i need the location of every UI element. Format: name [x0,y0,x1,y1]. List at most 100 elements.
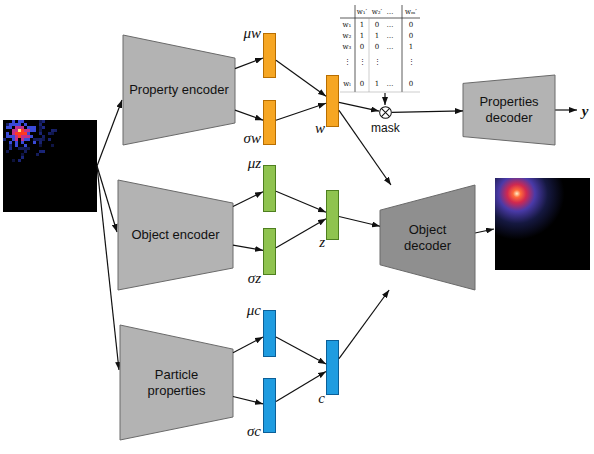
image-pixel [21,132,24,135]
image-pixel [21,132,24,135]
matrix-cell: w₂ [343,33,352,40]
image-pixel [3,138,6,141]
image-pixel [15,129,18,132]
image-pixel [21,129,24,132]
image-pixel [33,141,36,144]
image-pixel [15,138,18,141]
image-pixel [24,135,27,138]
image-pixel [21,132,24,135]
image-pixel [21,126,24,129]
image-pixel [18,132,21,135]
image-pixel [18,123,21,126]
image-pixel [21,132,24,135]
block-label: Properties decoder [469,94,549,125]
image-pixel [24,135,27,138]
image-pixel [27,129,30,132]
matrix-cell: w₁ [343,22,352,29]
image-pixel [33,126,36,129]
image-pixel [24,132,27,135]
image-pixel [6,126,9,129]
image-pixel [21,132,24,135]
image-pixel [21,132,24,135]
image-pixel [42,126,45,129]
flow-arrow [276,337,326,364]
image-pixel [18,129,21,132]
matrix-cell: 1 [375,81,379,88]
image-pixel [27,147,30,150]
image-pixel [42,135,45,138]
image-pixel [39,132,42,135]
image-pixel [9,126,12,129]
image-pixel [21,132,24,135]
image-pixel [21,132,24,135]
matrix-cell: ⋮ [408,59,415,66]
image-pixel [24,123,27,126]
operator-label: mask [371,122,400,134]
image-pixel [24,135,27,138]
image-pixel [15,138,18,141]
image-pixel [21,132,24,135]
image-pixel [21,132,24,135]
image-pixel [21,132,24,135]
decoder-block: Properties decoder [463,75,555,145]
image-pixel [21,129,24,132]
matrix-rule [402,5,403,92]
image-pixel [21,132,24,135]
image-pixel [9,144,12,147]
multiply-cross [381,108,389,116]
image-pixel [42,120,45,123]
trapezoid-shape [463,75,555,145]
image-pixel [18,126,21,129]
image-pixel [39,150,42,153]
image-pixel [9,147,12,150]
image-pixel [18,129,21,132]
image-pixel [21,132,24,135]
image-pixel [21,129,24,132]
matrix-cell: 0 [409,22,413,29]
variable-label: σc [247,424,261,439]
image-pixel [42,120,45,123]
image-pixel [12,159,15,162]
image-pixel [21,156,24,159]
matrix-cell: 0 [375,22,379,29]
image-pixel [15,129,18,132]
image-pixel [12,132,15,135]
matrix-cell: … [387,22,394,29]
image-pixel [21,132,24,135]
flow-arrow [276,219,326,248]
encoder-block: Particle properties [120,325,233,440]
image-pixel [18,132,21,135]
image-pixel [18,129,21,132]
output-arrow [475,229,494,233]
flow-arrow [339,102,379,111]
image-pixel [21,132,24,135]
image-pixel [9,135,12,138]
input-arrow [97,100,122,166]
image-pixel [6,132,9,135]
image-pixel [18,129,21,132]
image-pixel [21,129,24,132]
image-pixel [24,135,27,138]
image-pixel [12,138,15,141]
variable-label: μw [243,26,261,41]
image-pixel [39,138,42,141]
matrix-cell: … [387,44,394,51]
image-pixel [21,135,24,138]
image-pixel [18,147,21,150]
image-pixel [15,132,18,135]
image-pixel [42,150,45,153]
image-pixel [24,144,27,147]
image-pixel [9,147,12,150]
image-pixel [6,135,9,138]
image-pixel [42,126,45,129]
image-pixel [24,132,27,135]
matrix-cell: 1 [360,22,364,29]
image-pixel [30,126,33,129]
image-pixel [18,132,21,135]
output-symbol: y [582,104,589,119]
output-arrow [555,109,577,110]
multiply-circle [380,107,392,119]
image-pixel [18,132,21,135]
image-pixel [18,120,21,123]
image-pixel [21,141,24,144]
